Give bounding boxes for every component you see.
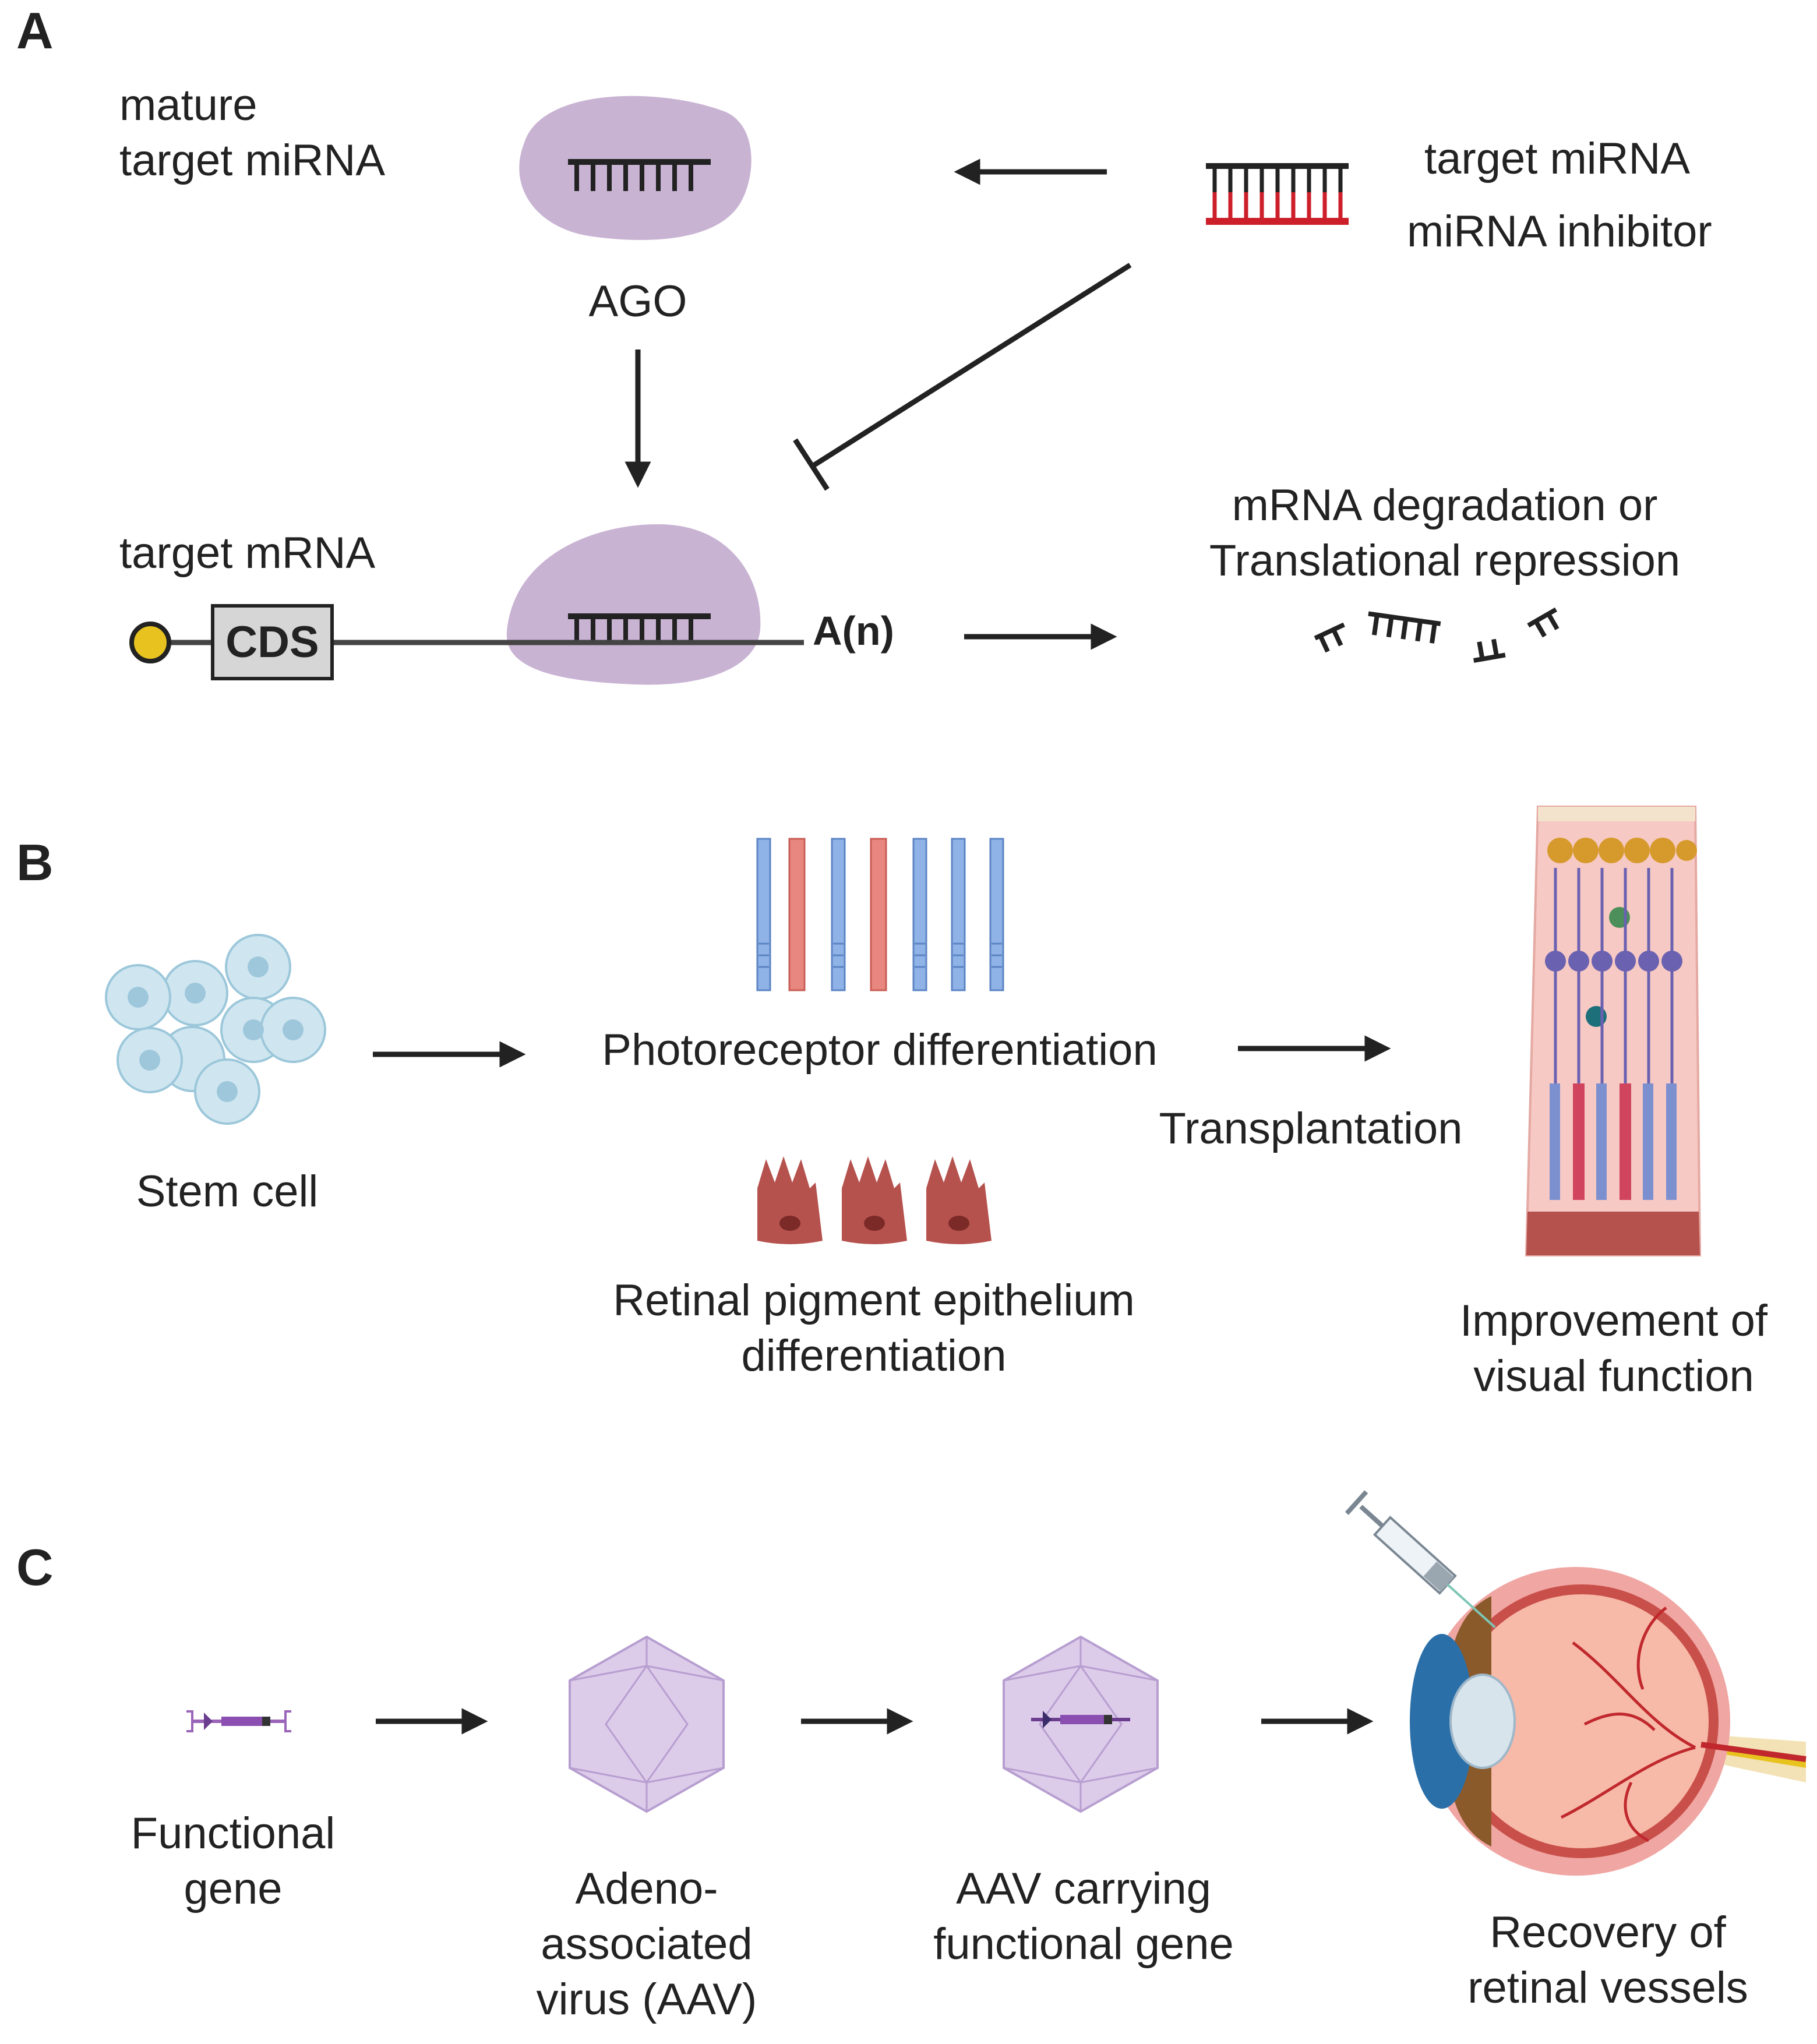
eye-icon [1410,1567,1807,1876]
panel-label-a: A [16,2,54,59]
mature-mirna-label-line1: mature [119,80,257,130]
inhibition-line [793,263,1132,491]
functional-gene-label-line2: gene [184,1864,283,1914]
mrna-cap-icon [129,622,171,663]
syringe-icon [1345,1490,1496,1629]
recovery-label-line1: Recovery of [1490,1908,1726,1957]
aav-carrying-label-line1: AAV carrying [956,1864,1211,1914]
gene-icon [186,1710,291,1732]
functional-gene-label-line1: Functional [130,1809,336,1858]
aav-label-line1: Adeno- [575,1864,718,1914]
panel-b [105,806,1702,1256]
cds-label: CDS [225,617,319,667]
target-mirna-label: target miRNA [1424,134,1691,183]
cds-box [211,604,334,680]
panel-label-c: C [16,1538,54,1596]
panel-label-b: B [16,834,54,891]
poly-a-label: A(n) [813,608,894,654]
aav-carrying-label-line2: functional gene [933,1919,1234,1969]
transplantation-label: Transplantation [1159,1104,1463,1153]
retina-tissue-icon [1525,806,1702,1256]
panel-a [129,96,1560,685]
improvement-label-line2: visual function [1473,1351,1754,1401]
mirna-inhibitor-duplex-icon [1206,163,1349,225]
mirna-inhibitor-label: miRNA inhibitor [1407,207,1712,256]
target-mrna-label: target mRNA [119,528,376,578]
degradation-label-line2: Translational repression [1209,536,1681,585]
aav-label-line2: associated [541,1919,753,1969]
stem-cell-label: Stem cell [136,1167,319,1216]
mature-mirna-label-line2: target miRNA [119,136,386,185]
aav-with-gene-icon [1003,1635,1159,1813]
rpe-cell-icon [757,1156,992,1244]
panel-c [186,1490,1807,1876]
rpe-label-line1: Retinal pigment epithelium [613,1276,1135,1325]
target-mrna-icon [129,524,804,685]
stem-cell-nuclei [128,956,304,1102]
degradation-label-line1: mRNA degradation or [1232,481,1658,530]
improvement-label-line1: Improvement of [1460,1296,1767,1346]
rpe-label-line2: differentiation [741,1331,1007,1381]
aav-capsid-icon [569,1635,725,1813]
ago-label: AGO [588,277,687,326]
photoreceptor-label: Photoreceptor differentiation [602,1025,1158,1075]
recovery-label-line2: retinal vessels [1467,1963,1748,2013]
photoreceptor-icon [756,838,1004,991]
mrna-fragments-icon [1314,607,1560,663]
ago-protein-icon [519,96,752,241]
aav-label-line3: virus (AAV) [536,1975,757,2024]
